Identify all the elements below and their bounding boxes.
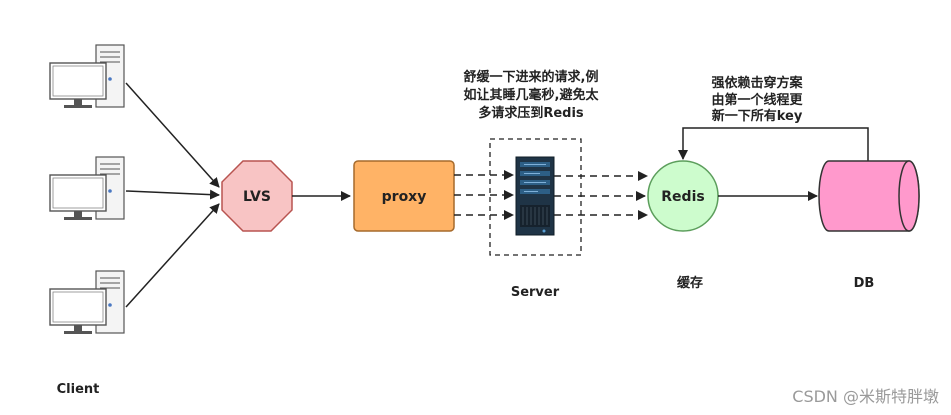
server-note-line-3: 多请求压到Redis: [478, 105, 584, 121]
server-rack-icon: [515, 156, 555, 236]
redis-caption: 缓存: [677, 275, 703, 291]
db-label: DB: [854, 276, 875, 291]
server-note-line-2: 如让其睡几毫秒,避免太: [464, 87, 600, 103]
db-note-line-2: 由第一个线程更: [711, 92, 803, 108]
edge-db-redis-feedback: [678, 127, 869, 161]
client-computer-3-icon: [49, 270, 125, 335]
server-label: Server: [511, 285, 560, 300]
db-note-line-1: 强依赖击穿方案: [711, 75, 803, 91]
edge-client1-lvs: [125, 82, 220, 188]
lvs-node: [221, 160, 293, 232]
edge-client2-lvs: [125, 189, 220, 200]
redis-label: Redis: [661, 189, 704, 205]
proxy-node: [353, 160, 455, 232]
lvs-label: LVS: [243, 189, 271, 205]
watermark: CSDN @米斯特胖墩: [792, 387, 939, 406]
client-computer-2-icon: [49, 156, 125, 221]
db-node: [818, 160, 920, 232]
edge-client3-lvs: [125, 203, 220, 308]
client-label: Client: [57, 382, 100, 397]
db-note-line-3: 新一下所有key: [712, 108, 803, 124]
proxy-label: proxy: [382, 189, 427, 205]
server-group-box: [489, 138, 582, 256]
client-computer-1-icon: [49, 44, 125, 109]
server-note-line-1: 舒缓一下进来的请求,例: [464, 69, 599, 85]
